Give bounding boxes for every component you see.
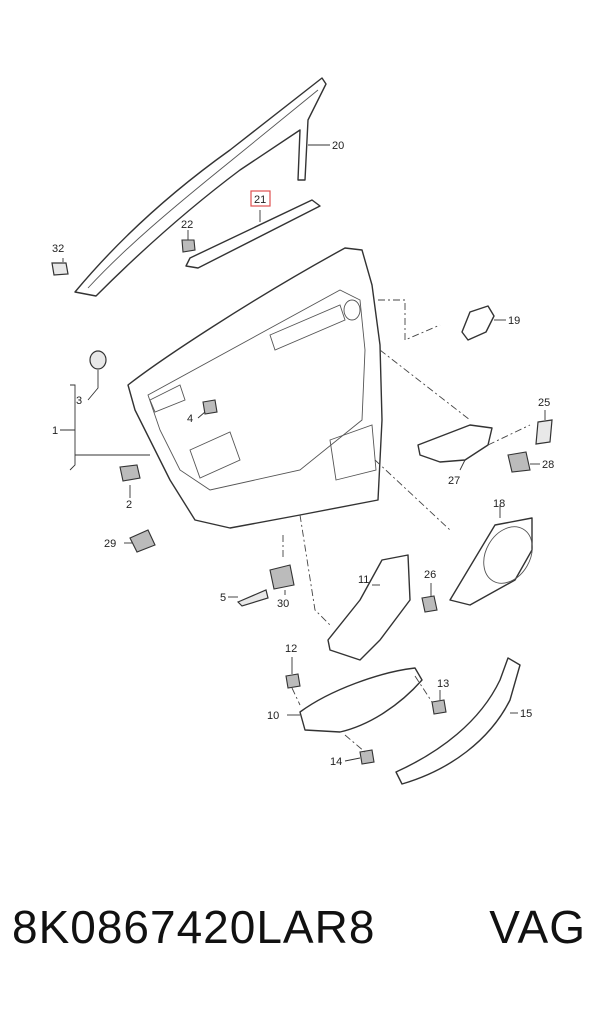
callout-29: 29 (104, 538, 116, 550)
exploded-parts-diagram: 20 21 22 32 19 3 1 4 25 28 27 2 18 29 11… (51, 77, 554, 785)
guide-lines (282, 299, 531, 753)
part-21-moulding (185, 199, 321, 269)
part-5-plate (236, 589, 269, 607)
callout-15: 15 (520, 708, 532, 720)
callout-19: 19 (508, 315, 520, 327)
part-15-trim-strip (395, 657, 521, 785)
callout-1: 1 (52, 425, 58, 437)
footer: 8K0867420LAR8 VAG (0, 900, 600, 980)
callout-21: 21 (254, 194, 266, 206)
callout-32: 32 (52, 243, 64, 255)
callout-4: 4 (187, 413, 193, 425)
callout-21-highlight (250, 190, 271, 207)
callout-26: 26 (424, 569, 436, 581)
part-3-grommet (89, 350, 107, 370)
callout-labels: 20 21 22 32 19 3 1 4 25 28 27 2 18 29 11… (52, 140, 554, 768)
callout-18: 18 (493, 498, 505, 510)
part-4-screw (202, 399, 218, 415)
part-13-screw (431, 699, 447, 715)
part-18-speaker-grille (449, 517, 533, 606)
part-14-clip (359, 749, 375, 765)
part-25-cap (535, 419, 553, 445)
part-number: 8K0867420LAR8 (12, 901, 376, 953)
part-11-armrest-bracket (327, 554, 411, 661)
brand-label: VAG (489, 901, 586, 953)
part-1-door-panel (127, 247, 383, 529)
part-22-clip (181, 239, 196, 253)
callout-27: 27 (448, 475, 460, 487)
callout-11: 11 (358, 574, 369, 586)
part-2-cap (119, 464, 141, 482)
callout-14: 14 (330, 756, 342, 768)
callout-20: 20 (332, 140, 344, 152)
part-10-armrest-pad (299, 667, 423, 733)
callout-30: 30 (277, 598, 289, 610)
part-30-connector (269, 564, 295, 590)
part-12-screw (285, 673, 301, 689)
part-19-cover (461, 305, 495, 341)
callout-28: 28 (542, 459, 554, 471)
part-26-clip (421, 595, 438, 613)
callout-5: 5 (220, 592, 226, 604)
callout-22: 22 (181, 219, 193, 231)
callout-25: 25 (538, 397, 550, 409)
part-27-handle (417, 424, 493, 463)
callout-2: 2 (126, 499, 132, 511)
leader-lines (60, 144, 546, 762)
part-20-window-trim (74, 77, 327, 297)
part-32-clip (51, 262, 69, 276)
part-28-switch (507, 451, 531, 473)
callout-13: 13 (437, 678, 449, 690)
callout-10: 10 (267, 710, 279, 722)
callout-3: 3 (76, 395, 82, 407)
part-29-clip (129, 529, 156, 553)
callout-12: 12 (285, 643, 297, 655)
